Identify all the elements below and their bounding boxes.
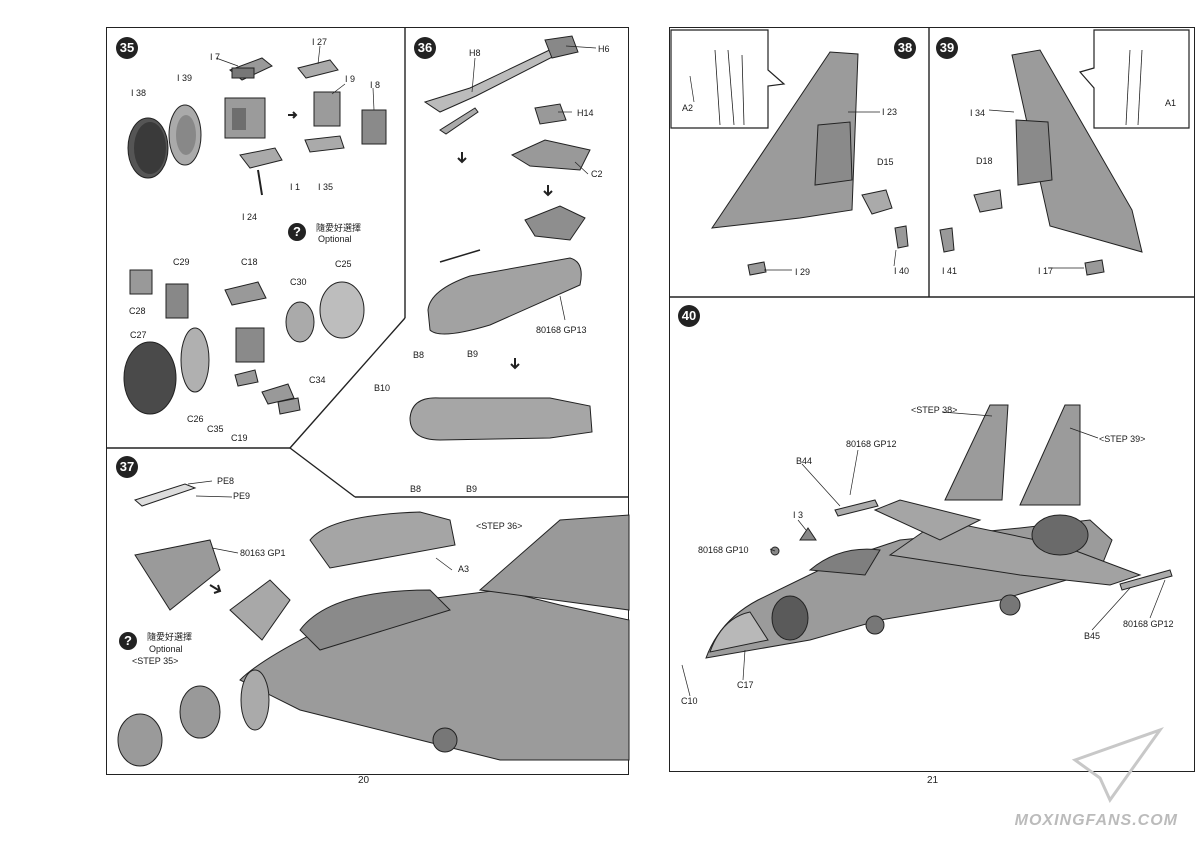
part-label-b8-top: B8 [413,350,425,360]
part-label-i3: I 3 [793,510,804,520]
part-label-c17: C17 [737,680,754,690]
step39-vertical-fin [1011,49,1143,253]
part-label-i1: I 1 [290,182,301,192]
part-label-a3: A3 [458,564,470,574]
optional-label-cn-37: 隨愛好選擇 [147,632,193,642]
watermark-text: MOXINGFANS.COM [1014,812,1178,829]
part-label-c2: C2 [591,169,603,179]
part-label-b9-top: B9 [467,349,479,359]
step35-lower-assembly [123,269,365,415]
callout-box-39 [1078,29,1190,129]
part-label-c30: C30 [290,277,307,287]
part-label-c27: C27 [130,330,147,340]
step36-reference: <STEP 36> [476,521,523,531]
step38-reference: <STEP 38> [911,405,958,415]
part-label-gp10: 80168 GP10 [698,545,749,555]
right-page: 38 39 40 A2 I 23 D15 I 29 I 40 A1 I 34 D… [640,0,1200,848]
part-label-i38: I 38 [131,88,147,98]
step-39-badge: 39 [936,37,958,59]
part-label-h8: H8 [469,48,481,58]
callout-box-38 [670,29,786,129]
part-label-b8-bottom: B8 [410,484,422,494]
leader-lines-right [681,75,1166,697]
part-label-c19: C19 [231,433,248,443]
page-number-left: 20 [358,775,370,786]
part-label-c28: C28 [129,306,146,316]
part-label-i40: I 40 [894,266,910,276]
part-label-a1: A1 [1165,98,1177,108]
step-35-badge: 35 [116,37,138,59]
leader-lines-left [187,45,597,571]
part-label-b45: B45 [1084,631,1101,641]
right-page-illustrations [670,28,1194,697]
part-label-b44: B44 [796,456,813,466]
left-page: 35 36 37 I 7 I 27 I 39 I 9 I 8 I 38 I 1 … [106,27,630,786]
left-page-frame [106,27,629,775]
part-label-i39: I 39 [177,73,193,83]
step35-upper-assembly [127,57,387,196]
part-label-c26: C26 [187,414,204,424]
part-label-h14: H14 [577,108,594,118]
optional-question-icon: ? [288,223,306,241]
part-label-i7: I 7 [210,52,221,62]
part-label-gp12-bottom: 80168 GP12 [1123,619,1174,629]
part-label-d18: D18 [976,156,993,166]
part-label-i41: I 41 [942,266,958,276]
part-label-pe9: PE9 [233,491,251,501]
part-label-gp13: 80168 GP13 [536,325,587,335]
part-label-i35: I 35 [318,182,334,192]
part-label-h6: H6 [598,44,610,54]
part-label-c18: C18 [241,257,258,267]
optional-label-en: Optional [318,234,352,244]
step35-reference: <STEP 35> [132,656,179,666]
part-label-i8: I 8 [370,80,381,90]
page-number-right: 21 [927,775,939,786]
part-label-i27: I 27 [312,37,328,47]
optional-question-icon-37: ? [119,632,137,650]
part-label-d15: D15 [877,157,894,167]
right-page-frame [669,27,1195,772]
part-label-c34: C34 [309,375,326,385]
part-label-b9-bottom: B9 [466,484,478,494]
part-label-gp1: 80163 GP1 [240,548,286,558]
part-label-b10: B10 [374,383,391,393]
part-label-a2: A2 [682,103,694,113]
part-label-c35: C35 [207,424,224,434]
step37-front-fuselage [117,483,630,767]
step-36-badge: 36 [414,37,436,59]
step-40-badge: 40 [678,305,700,327]
part-label-i23: I 23 [882,107,898,117]
part-label-pe8: PE8 [217,476,235,486]
part-label-i29: I 29 [795,267,811,277]
step36-cockpit [409,35,593,441]
optional-label-cn: 隨愛好選擇 [316,223,362,233]
part-label-c25: C25 [335,259,352,269]
optional-label-en-37: Optional [149,644,183,654]
part-label-gp12-top: 80168 GP12 [846,439,897,449]
part-label-c29: C29 [173,257,190,267]
part-label-i17: I 17 [1038,266,1054,276]
left-page-illustrations [107,28,630,767]
part-label-i9: I 9 [345,74,356,84]
step40-aircraft [705,404,1173,659]
step-38-badge: 38 [894,37,916,59]
step-37-badge: 37 [116,456,138,478]
part-label-i24: I 24 [242,212,258,222]
part-label-i34: I 34 [970,108,986,118]
part-label-c10: C10 [681,696,698,706]
step39-reference: <STEP 39> [1099,434,1146,444]
